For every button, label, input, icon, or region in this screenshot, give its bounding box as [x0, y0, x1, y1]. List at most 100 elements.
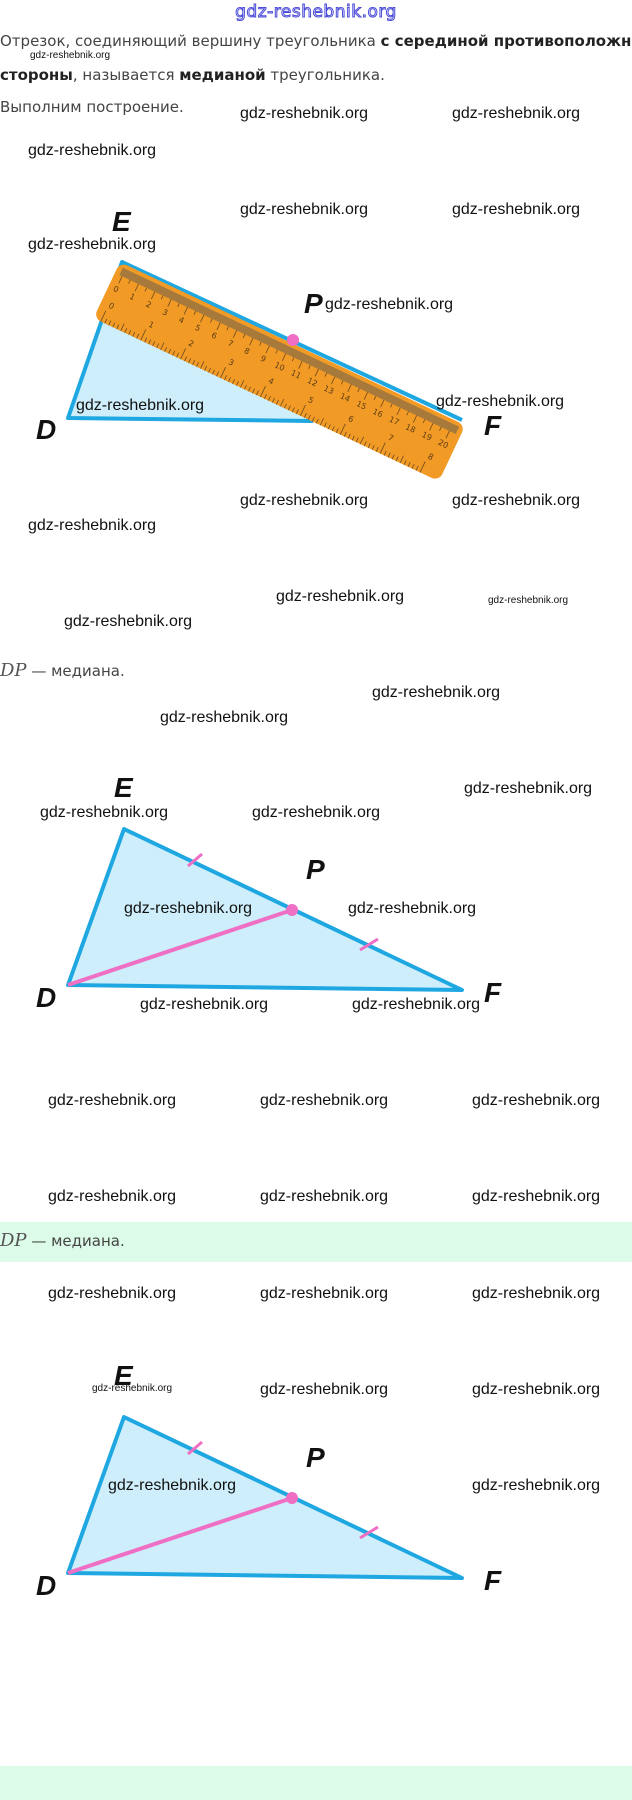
ruler-tick: [303, 412, 307, 418]
ruler: 0123456789101112131415161718192001234567…: [96, 264, 463, 479]
construction-text: Выполним построение.: [0, 98, 184, 116]
ruler-tick: [112, 322, 116, 328]
ruler-number: 5: [307, 395, 315, 405]
ruler-tick: [212, 369, 215, 375]
ruler-tick: [216, 322, 221, 331]
ruler-tick: [132, 331, 136, 337]
ruler-tick: [104, 318, 108, 324]
ruler-tick: [445, 430, 450, 439]
ruler-tick: [339, 423, 346, 435]
ruler-tick: [184, 356, 188, 362]
ruler-tick: [287, 405, 291, 411]
figure-construction: 0123456789101112131415161718192001234567…: [66, 260, 463, 479]
ruler-tick: [108, 320, 112, 326]
ruler-number: 15: [355, 399, 368, 411]
label-d: D: [36, 982, 57, 1013]
ruler-tick: [265, 345, 270, 354]
ruler-tick: [429, 423, 434, 431]
ruler-tick: [180, 348, 187, 360]
ruler-tick: [391, 454, 395, 460]
highlight-band-bottom: [0, 1766, 632, 1800]
ruler-tick: [144, 337, 148, 343]
math-dp: DP: [0, 660, 27, 681]
ruler-tick: [228, 377, 231, 383]
result-text-highlighted: DP — медиана.: [0, 1230, 125, 1251]
ruler-number: 7: [226, 338, 234, 348]
ruler-number: 9: [259, 354, 267, 364]
ruler-tick: [439, 426, 442, 431]
ruler-tick: [134, 283, 139, 292]
ruler-number: 20: [437, 438, 450, 450]
equal-tick: [187, 1440, 203, 1456]
label-f: F: [484, 977, 502, 1008]
ruler-tick: [295, 409, 299, 415]
ruler-tick: [415, 465, 419, 471]
watermark: gdz-reshebnik.org: [348, 900, 477, 917]
ruler-tick: [176, 352, 180, 358]
ruler-tick: [375, 446, 379, 452]
ruler-number: 16: [371, 407, 384, 419]
ruler-tick: [327, 424, 331, 430]
ruler-tick: [390, 403, 393, 408]
ruler-tick: [307, 414, 311, 420]
ruler-number: 1: [147, 320, 155, 330]
math-dp: DP: [0, 1230, 27, 1251]
ruler-tick: [268, 396, 271, 401]
watermark: gdz-reshebnik.org: [30, 50, 111, 61]
watermark: gdz-reshebnik.org: [28, 517, 157, 534]
ruler-tick: [264, 394, 267, 399]
ruler-tick: [232, 379, 235, 384]
watermark: gdz-reshebnik.org: [260, 1285, 389, 1302]
watermark: gdz-reshebnik.org: [260, 1381, 389, 1398]
ruler-tick: [124, 328, 128, 333]
watermark: gdz-reshebnik.org: [64, 613, 193, 630]
ruler-tick: [164, 346, 168, 352]
watermark: gdz-reshebnik.org: [472, 1285, 601, 1302]
watermark: gdz-reshebnik.org: [352, 996, 481, 1013]
watermark: gdz-reshebnik.org: [472, 1188, 601, 1205]
ruler-tick: [200, 361, 205, 369]
watermark: gdz-reshebnik.org: [436, 393, 565, 410]
ruler-tick: [136, 333, 140, 339]
site-logo[interactable]: gdz-reshebnik.org: [235, 2, 397, 23]
text: Отрезок, соединяющий вершину треугольник…: [0, 32, 381, 50]
ruler-tick: [210, 318, 213, 323]
ruler-tick: [335, 428, 339, 433]
ruler-number: 6: [347, 414, 355, 424]
watermark: gdz-reshebnik.org: [260, 1092, 389, 1109]
ruler-tick: [311, 416, 315, 422]
watermark: gdz-reshebnik.org: [325, 296, 454, 313]
definition-line-2: стороны, называется медианой треугольник…: [0, 65, 385, 85]
ruler-tick: [193, 310, 197, 315]
label-p: P: [306, 854, 325, 885]
watermark: gdz-reshebnik.org: [472, 1092, 601, 1109]
bold-text: с серединой противоположной: [380, 32, 632, 50]
ruler-number: 8: [426, 452, 434, 462]
ruler-number: 3: [161, 307, 169, 317]
ruler-tick: [380, 399, 385, 408]
ruler-number: 18: [404, 422, 417, 434]
ruler-tick: [399, 455, 404, 464]
ruler-tick: [204, 365, 208, 371]
ruler-tick: [357, 388, 360, 393]
text: — медиана.: [26, 662, 125, 680]
ruler-tick: [407, 462, 411, 467]
watermark: gdz-reshebnik.org: [40, 804, 169, 821]
ruler-tick: [168, 348, 172, 354]
ruler-tick: [152, 341, 156, 347]
ruler-tick: [319, 417, 325, 426]
ruler-tick: [167, 299, 172, 307]
ruler-tick: [224, 375, 227, 381]
ruler-ticks: 0123456789101112131415161718192001234567…: [100, 276, 450, 473]
ruler-tick: [373, 395, 377, 400]
ruler-tick: [383, 450, 387, 456]
ruler-tick: [192, 360, 196, 366]
ruler-tick: [144, 287, 148, 292]
ruler-tick: [216, 371, 219, 377]
watermark: gdz-reshebnik.org: [92, 1383, 173, 1394]
label-d: D: [36, 414, 57, 445]
ruler-tick: [422, 419, 426, 424]
ruler-number: 7: [387, 433, 395, 443]
ruler-tick: [331, 426, 335, 432]
